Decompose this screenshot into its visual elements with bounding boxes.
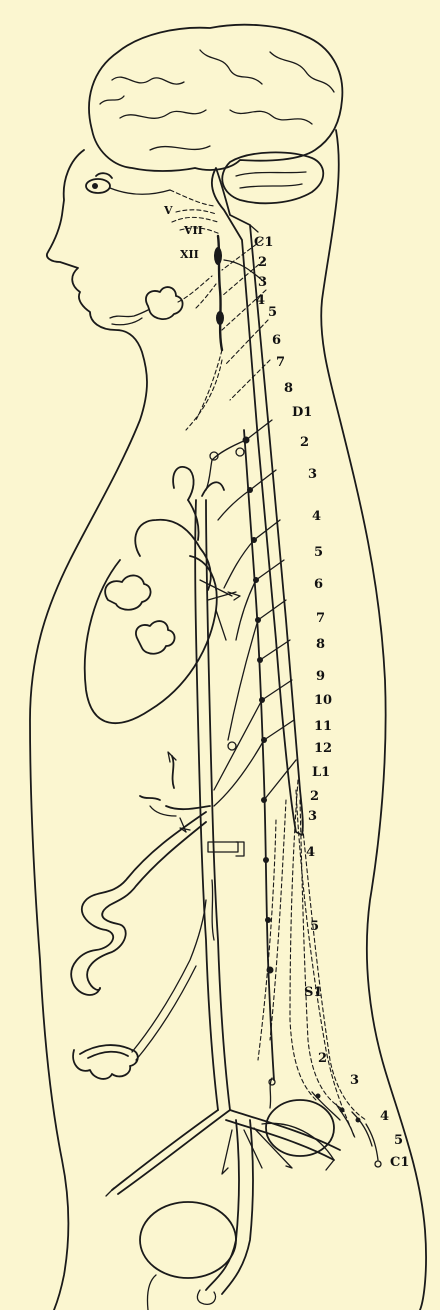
label-c4: 4	[256, 293, 265, 308]
label-d12: 12	[314, 741, 332, 756]
eye	[86, 179, 170, 194]
label-s4: 4	[380, 1109, 389, 1124]
cervical-ganglia	[214, 236, 262, 350]
label-c7: 7	[276, 355, 285, 370]
label-d7: 7	[316, 611, 325, 626]
salivary-glands	[110, 276, 216, 325]
aorta	[195, 500, 230, 1110]
thoracic-nerves	[206, 440, 264, 806]
label-d11: 11	[314, 719, 332, 734]
cranial-nerve-labels: V VII XII	[163, 204, 203, 261]
label-d2: 2	[300, 435, 309, 450]
label-c6: 6	[272, 333, 281, 348]
pelvic-vessels	[106, 1078, 340, 1304]
label-c3: 3	[258, 275, 267, 290]
label-d4: 4	[312, 509, 321, 524]
coeliac-plexus	[140, 752, 244, 856]
label-l3: 3	[308, 809, 317, 824]
rami-communicantes	[186, 240, 296, 800]
label-c2: 2	[258, 255, 267, 270]
label-l2: 2	[310, 789, 319, 804]
label-d3: 3	[308, 467, 317, 482]
intestines	[71, 812, 206, 1079]
label-c5: 5	[268, 305, 277, 320]
label-s2: 2	[318, 1051, 327, 1066]
cerebrum	[89, 25, 342, 171]
label-s3: 3	[350, 1073, 359, 1088]
label-c8: 8	[284, 381, 293, 396]
label-d9: 9	[316, 669, 325, 684]
label-cranial-vii: VII	[183, 224, 203, 237]
label-s1: S1	[304, 985, 322, 1000]
label-l4: 4	[306, 845, 315, 860]
label-l5: 5	[310, 919, 319, 934]
label-d1: D1	[292, 405, 312, 420]
label-coccygeal-1: C1	[390, 1155, 409, 1170]
label-l1: L1	[312, 765, 330, 780]
label-s5: 5	[394, 1133, 403, 1148]
label-d6: 6	[314, 577, 323, 592]
label-cranial-xii: XII	[180, 248, 199, 261]
label-cranial-v: V	[163, 204, 173, 217]
label-d8: 8	[316, 637, 325, 652]
label-d10: 10	[314, 693, 332, 708]
label-d5: 5	[314, 545, 323, 560]
label-c1: C1	[254, 235, 273, 250]
heart	[85, 467, 240, 723]
